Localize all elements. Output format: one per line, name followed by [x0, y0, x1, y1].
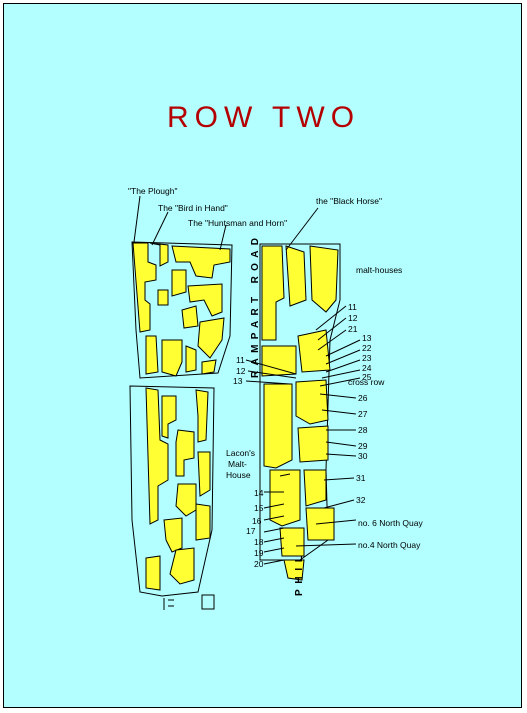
number-label: 12 [236, 366, 246, 376]
number-label: 20 [254, 559, 264, 569]
number-label: 17 [246, 526, 256, 536]
left-upper-block [131, 241, 233, 379]
leader-lines [133, 195, 361, 565]
number-label: 19 [254, 548, 264, 558]
number-label: 27 [358, 409, 368, 419]
label-lacons-2: Malt- [228, 459, 247, 469]
number-label: 29 [358, 441, 368, 451]
number-label: 24 [362, 363, 372, 373]
number-label: 15 [254, 503, 264, 513]
number-label: 26 [358, 393, 368, 403]
number-label: 23 [362, 353, 372, 363]
number-label: 21 [348, 324, 358, 334]
label-bird-in-hand: The "Bird in Hand" [158, 203, 228, 213]
number-label: 22 [362, 343, 372, 353]
left-lower-block [129, 385, 215, 597]
number-label: 13 [362, 333, 372, 343]
label-huntsman-and-horn: The "Huntsman and Horn" [188, 218, 287, 228]
number-label: 18 [254, 537, 264, 547]
number-label: 11 [236, 355, 245, 365]
label-black-horse: the "Black Horse" [316, 196, 382, 206]
label-no6-north-quay: no. 6 North Quay [358, 518, 423, 528]
number-label: 16 [252, 516, 262, 526]
label-plough: "The Plough" [128, 186, 178, 196]
number-label: 28 [358, 425, 368, 435]
label-lacons-3: House [226, 470, 251, 480]
number-label: 11 [348, 302, 357, 312]
right-block [259, 243, 341, 581]
label-malt-houses: malt-houses [356, 265, 402, 275]
small-marks [163, 594, 215, 610]
number-label: 25 [362, 372, 372, 382]
label-lacons-1: Lacon's [226, 448, 255, 458]
map-title: ROW TWO [166, 101, 361, 134]
number-label: 30 [358, 451, 368, 461]
label-cross-row: cross row [348, 377, 385, 387]
rampart-road-label: RAMPART ROAD [250, 238, 261, 378]
number-label: 14 [254, 488, 264, 498]
number-label: 32 [356, 495, 366, 505]
number-label: 31 [356, 473, 366, 483]
number-label: 12 [348, 313, 358, 323]
number-label: 13 [233, 376, 243, 386]
label-no4-north-quay: no.4 North Quay [358, 540, 421, 550]
